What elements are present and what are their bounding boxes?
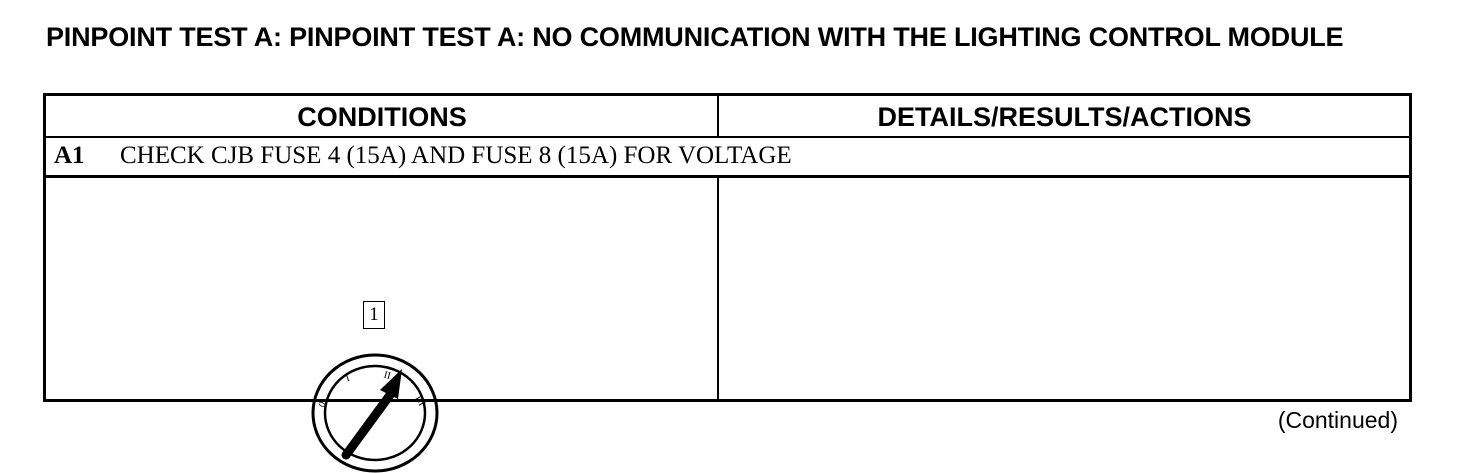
step-text: CHECK CJB FUSE 4 (15A) AND FUSE 8 (15A) … — [120, 142, 792, 169]
position-ii-label: II — [383, 370, 392, 382]
callout-number: 1 — [363, 301, 385, 329]
conditions-cell: 1 0 I II III — [46, 178, 717, 473]
position-i-label: I — [344, 373, 351, 384]
details-header: DETAILS/RESULTS/ACTIONS — [877, 102, 1252, 132]
position-iii-label: III — [413, 394, 427, 408]
step-row: A1 CHECK CJB FUSE 4 (15A) AND FUSE 8 (15… — [46, 136, 1409, 178]
ignition-switch-icon: 0 I II III — [311, 353, 439, 473]
column-divider — [717, 96, 719, 136]
conditions-header: CONDITIONS — [297, 102, 467, 132]
position-0-label: 0 — [317, 400, 329, 410]
table-header-row: CONDITIONS DETAILS/RESULTS/ACTIONS — [46, 96, 1409, 138]
column-divider-body — [717, 178, 719, 399]
page-title: PINPOINT TEST A: PINPOINT TEST A: NO COM… — [46, 22, 1344, 52]
pinpoint-test-table: CONDITIONS DETAILS/RESULTS/ACTIONS A1 CH… — [43, 93, 1412, 473]
details-cell — [719, 178, 1409, 399]
continued-note: (Continued) — [1277, 407, 1398, 433]
step-id: A1 — [54, 142, 85, 169]
